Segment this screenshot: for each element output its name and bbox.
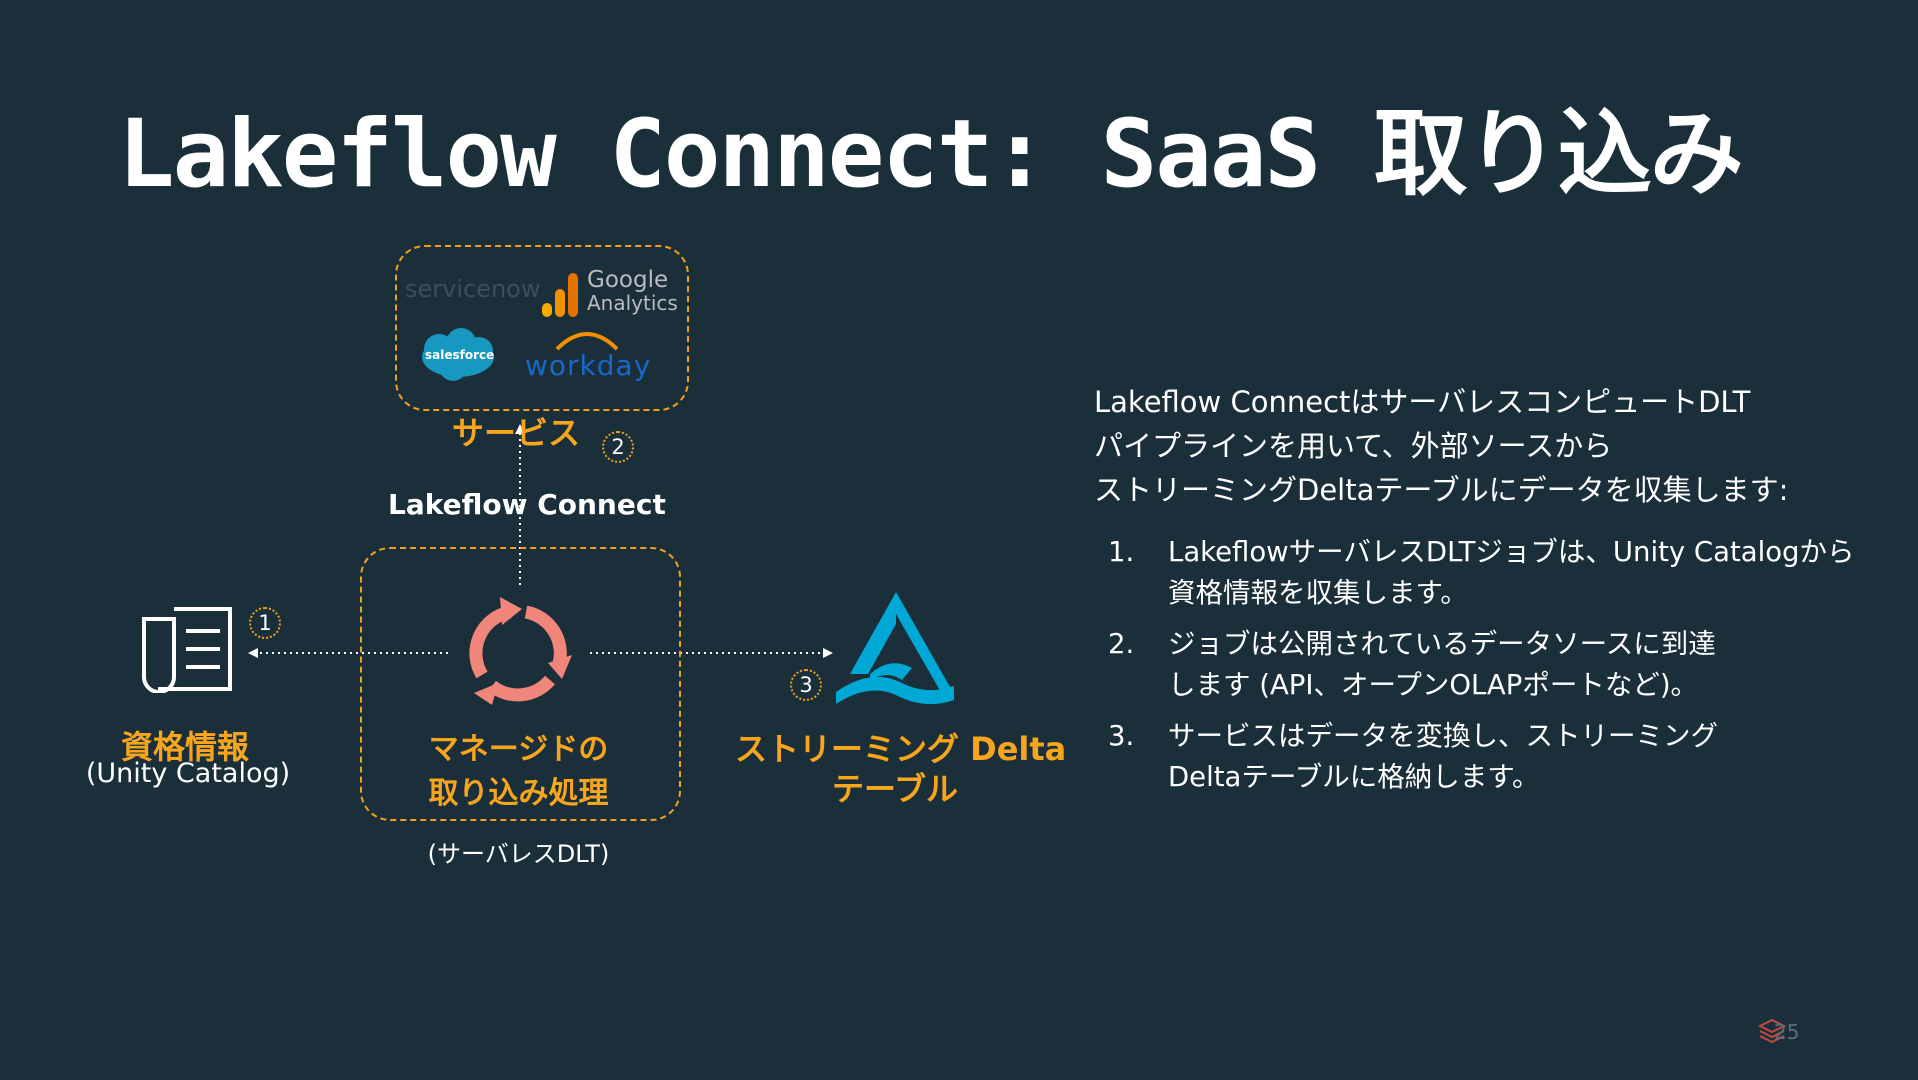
step-2-marker: 2 bbox=[602, 431, 634, 463]
step-text-line-1: ジョブは公開されているデータソースに到達 bbox=[1168, 628, 1716, 660]
salesforce-cloud-icon bbox=[422, 328, 494, 381]
google-analytics-text-2: Analytics bbox=[587, 291, 678, 315]
description-line-3: ストリーミングDeltaテーブルにデータを収集します: bbox=[1094, 473, 1789, 507]
workday-logo: workday bbox=[525, 349, 652, 382]
lakeflow-connect-label: Lakeflow Connect bbox=[388, 488, 666, 521]
salesforce-logo: salesforce bbox=[425, 348, 495, 362]
step-text-line-2: Deltaテーブルに格納します。 bbox=[1168, 761, 1540, 793]
page-number: 25 bbox=[1774, 1020, 1800, 1044]
refresh-cycle-icon bbox=[469, 597, 572, 705]
step-3-marker: 3 bbox=[790, 669, 822, 701]
databricks-logo-icon bbox=[1758, 1018, 1786, 1044]
step-text-line-1: サービスはデータを変換し、ストリーミング bbox=[1168, 720, 1718, 752]
services-box: servicenow Google Analytics salesforce w… bbox=[395, 245, 689, 411]
servicenow-logo: servicenow bbox=[405, 275, 541, 303]
steps-list: 1. LakeflowサーバレスDLTジョブは、Unity Catalogから … bbox=[1108, 532, 1888, 802]
google-analytics-icon bbox=[542, 273, 578, 317]
credentials-sub-label: (Unity Catalog) bbox=[85, 758, 291, 789]
credentials-label: 資格情報 bbox=[120, 728, 249, 766]
delta-table-label-1: ストリーミング Delta bbox=[735, 730, 1067, 768]
managed-ingestion-label-1: マネージドの bbox=[428, 732, 609, 767]
step-text-line-2: 資格情報を収集します。 bbox=[1168, 577, 1468, 609]
description-line-1: Lakeflow ConnectはサーバレスコンピュートDLT bbox=[1094, 385, 1751, 419]
managed-ingestion-label-2: 取り込み処理 bbox=[428, 776, 609, 811]
step-1-marker: 1 bbox=[249, 607, 281, 639]
step-number: 2. bbox=[1108, 628, 1135, 660]
google-analytics-text-1: Google bbox=[587, 267, 669, 293]
workday-arc-icon bbox=[555, 332, 619, 351]
services-label: サービス bbox=[452, 414, 581, 452]
step-text-line-1: LakeflowサーバレスDLTジョブは、Unity Catalogから bbox=[1168, 536, 1855, 568]
step-text-line-2: します (API、オープンOLAPポートなど)。 bbox=[1168, 669, 1699, 701]
delta-lake-icon bbox=[836, 592, 954, 705]
managed-ingestion-box bbox=[360, 547, 681, 821]
description-line-2: パイプラインを用いて、外部ソースから bbox=[1094, 429, 1613, 463]
slide-title: Lakeflow Connect: SaaS 取り込み bbox=[118, 100, 1744, 209]
delta-table-label-2: テーブル bbox=[831, 770, 959, 808]
document-icon bbox=[142, 607, 232, 693]
step-number: 3. bbox=[1108, 720, 1135, 752]
serverless-dlt-caption: (サーバレスDLT) bbox=[427, 840, 610, 868]
step-number: 1. bbox=[1108, 536, 1135, 568]
